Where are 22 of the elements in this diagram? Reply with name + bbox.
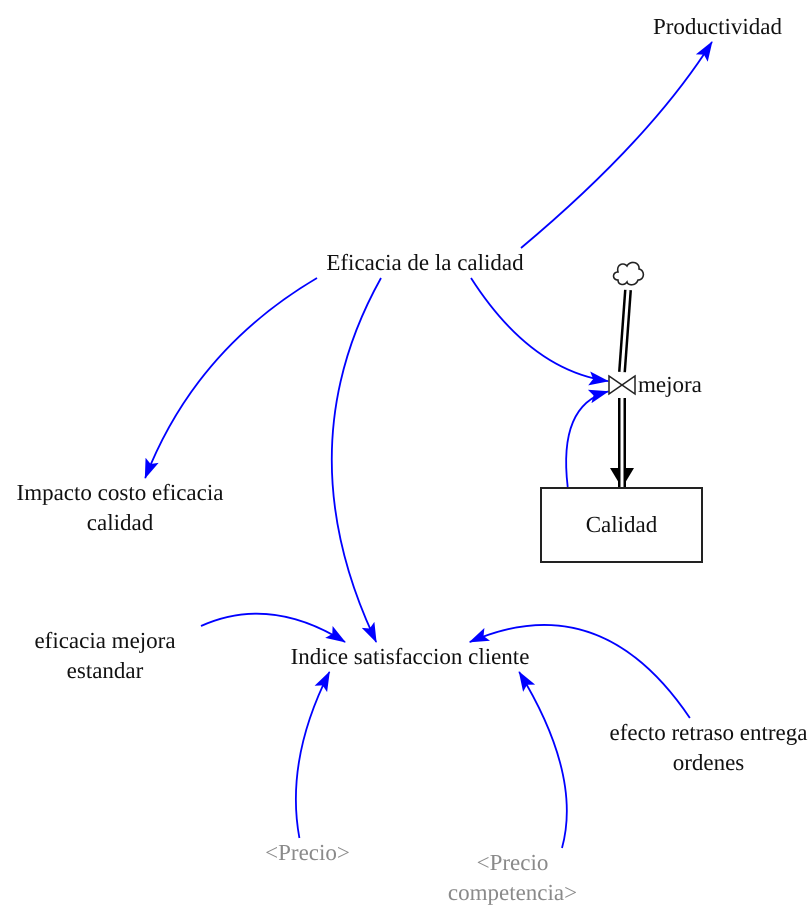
arrow: [520, 41, 713, 249]
variable-label: Indice satisfaccion cliente: [290, 644, 530, 669]
variable-label: Eficacia de la calidad: [326, 250, 524, 275]
arrow: [330, 278, 382, 643]
variable-label: eficacia mejora estandar: [34, 628, 176, 683]
variable-label: <Precio competencia>: [448, 850, 578, 905]
arrow: [565, 390, 609, 488]
variable-label: Calidad: [586, 512, 658, 538]
stock-box: [540, 487, 703, 563]
arrow: [294, 671, 330, 838]
variable-label: Impacto costo eficacia calidad: [16, 480, 224, 535]
flow-pipe: [618, 290, 632, 372]
arrow: [518, 671, 568, 848]
arrow: [468, 624, 691, 719]
flow-label: mejora: [638, 372, 702, 398]
variable-label: Productividad: [652, 14, 782, 39]
arrow: [144, 277, 318, 479]
flow-pipe: [610, 398, 634, 488]
arrow: [200, 612, 346, 643]
variable-label: efecto retraso entrega ordenes: [610, 720, 808, 775]
variable-label: <Precio>: [265, 840, 350, 865]
arrow: [470, 278, 609, 384]
